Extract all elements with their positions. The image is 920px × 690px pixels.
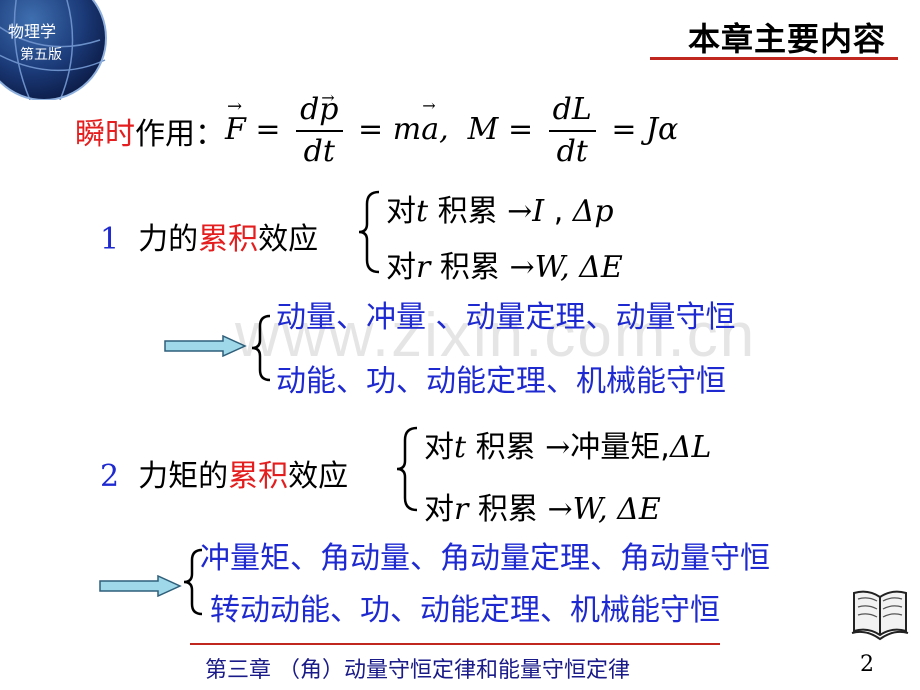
row-var: t xyxy=(454,430,467,465)
row-text: 对 xyxy=(424,430,454,465)
force-row-time: 对t 积累 →I , Δp xyxy=(386,194,614,229)
instant-label: 作用： xyxy=(135,117,225,152)
globe-logo xyxy=(0,0,108,100)
row-text2: 积累 xyxy=(475,430,536,465)
instant-label-red: 瞬时 xyxy=(75,117,135,152)
brace-icon xyxy=(251,314,271,382)
row-var: t xyxy=(416,194,429,229)
watermark: www.zixin.com.cn xyxy=(235,301,757,370)
footer-rule xyxy=(190,643,720,645)
row-text2: 积累 xyxy=(437,194,498,229)
row-text: 对 xyxy=(386,250,416,285)
force-label-post: 效应 xyxy=(258,222,319,257)
work-energy: W, ΔE xyxy=(534,250,623,285)
momentum-change: Δp xyxy=(572,194,614,229)
torque-label-pre: 力矩的 xyxy=(138,459,229,494)
item-number-2: 2 xyxy=(100,459,120,494)
book-icon[interactable] xyxy=(850,583,910,641)
page-number: 2 xyxy=(860,652,874,677)
torque-label-red: 累积 xyxy=(228,459,289,494)
title-underline xyxy=(650,57,898,60)
pointer-arrow-icon xyxy=(164,335,247,357)
work-energy: W, ΔE xyxy=(572,492,661,527)
row-text2: 积累 xyxy=(439,250,500,285)
torque-accumulation-label: 2 力矩的累积效应 xyxy=(100,451,348,495)
logo-title: 物理学 xyxy=(8,22,57,41)
force-concepts-line1: 动量、冲量 、动量定理、动量守恒 xyxy=(276,300,736,335)
angular-momentum-change: ΔL xyxy=(669,430,712,465)
footer-chapter-title: 第三章 （角）动量守恒定律和能量守恒定律 xyxy=(205,658,630,683)
force-concepts-line2: 动能、功、动能定理、机械能守恒 xyxy=(276,364,726,399)
pointer-arrow-icon xyxy=(99,575,182,597)
row-text2: 积累 xyxy=(477,492,538,527)
force-row-displacement: 对r 积累 →W, ΔE xyxy=(386,242,623,286)
chapter-summary-heading: 本章主要内容 xyxy=(687,20,886,58)
torque-row-angle: 对r 积累 →W, ΔE xyxy=(424,484,661,528)
row-text: 对 xyxy=(386,194,416,229)
brace-icon xyxy=(183,548,203,616)
arrow-symbol: → xyxy=(545,430,571,465)
arrow-symbol: → xyxy=(509,250,535,285)
brace-icon xyxy=(358,190,380,274)
angular-impulse: 冲量矩 xyxy=(570,430,661,465)
torque-concepts-line1: 冲量矩、角动量、角动量定理、角动量守恒 xyxy=(200,541,770,576)
item-number-1: 1 xyxy=(100,222,120,257)
arrow-symbol: → xyxy=(547,492,573,527)
force-accumulation-label: 1 力的累积效应 xyxy=(100,214,318,258)
impulse-symbol: I xyxy=(532,194,545,229)
row-text: 对 xyxy=(424,492,454,527)
torque-row-time: 对t 积累 →冲量矩,ΔL xyxy=(424,430,712,465)
torque-label-post: 效应 xyxy=(288,459,349,494)
logo-edition: 第五版 xyxy=(20,47,62,63)
force-label-red: 累积 xyxy=(198,222,259,257)
brace-icon xyxy=(396,426,418,512)
row-var: r xyxy=(454,492,469,527)
torque-concepts-line2: 转动动能、功、动能定理、机械能守恒 xyxy=(210,593,720,628)
force-label-pre: 力的 xyxy=(138,222,199,257)
arrow-symbol: → xyxy=(507,194,533,229)
row-var: r xyxy=(416,250,431,285)
